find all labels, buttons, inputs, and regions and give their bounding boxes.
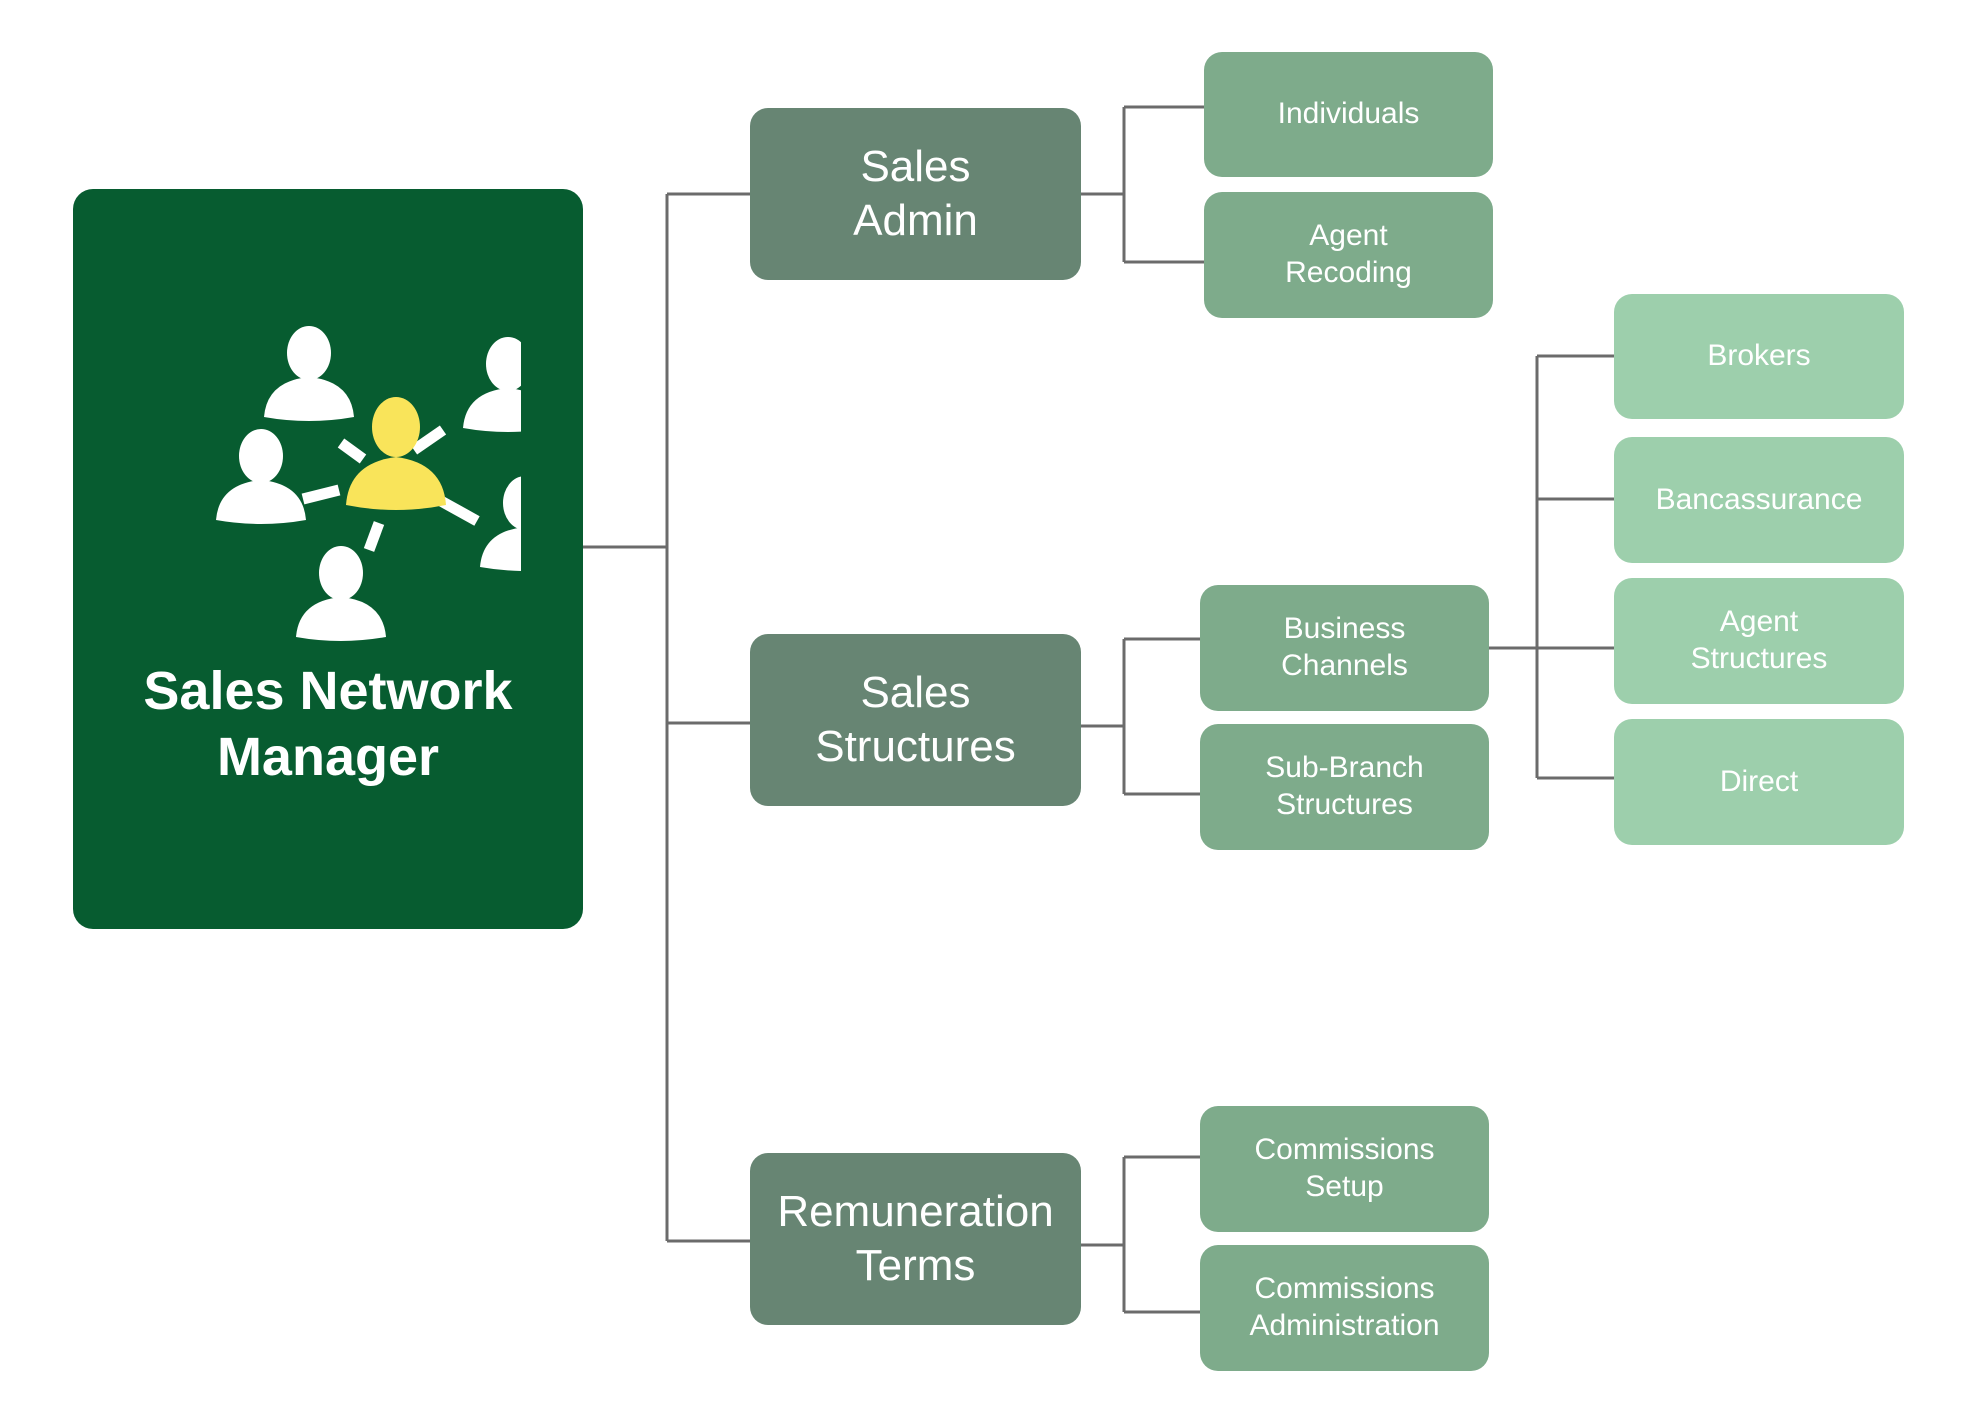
node-individuals[interactable]: Individuals: [1204, 52, 1493, 177]
root-title: Sales Network Manager: [143, 661, 513, 787]
node-label: Individuals: [1277, 97, 1420, 131]
node-label: Commissions Setup: [1254, 1133, 1435, 1203]
node-sales-structures[interactable]: Sales Structures: [750, 634, 1081, 806]
connector-business-channels: [1489, 354, 1614, 780]
node-direct[interactable]: Direct: [1614, 719, 1904, 845]
node-label: Sales Admin: [853, 142, 978, 245]
node-agent-structures[interactable]: Agent Structures: [1614, 578, 1904, 704]
connector-remuneration-terms: [1081, 1155, 1200, 1314]
node-label: Direct: [1719, 764, 1799, 798]
node-brokers[interactable]: Brokers: [1614, 294, 1904, 419]
node-agent-recoding[interactable]: Agent Recoding: [1204, 192, 1493, 318]
connector-sales-structures: [1081, 637, 1200, 796]
node-sales-admin[interactable]: Sales Admin: [750, 108, 1081, 280]
people-network-icon: [216, 326, 521, 641]
root-node-sales-network-manager[interactable]: Sales Network Manager: [73, 189, 583, 929]
node-label: Remuneration Terms: [777, 1187, 1054, 1290]
node-label: Sub-Branch Structures: [1265, 751, 1424, 821]
node-label: Brokers: [1707, 339, 1811, 373]
node-commissions-setup[interactable]: Commissions Setup: [1200, 1106, 1489, 1232]
node-sub-branch-structures[interactable]: Sub-Branch Structures: [1200, 724, 1489, 850]
node-commissions-administration[interactable]: Commissions Administration: [1200, 1245, 1489, 1371]
connector-sales-admin: [1081, 105, 1204, 264]
node-label: Sales Structures: [815, 668, 1016, 771]
node-bancassurance[interactable]: Bancassurance: [1614, 437, 1904, 563]
node-remuneration-terms[interactable]: Remuneration Terms: [750, 1153, 1081, 1325]
node-label: Bancassurance: [1655, 482, 1863, 516]
node-business-channels[interactable]: Business Channels: [1200, 585, 1489, 711]
node-label: Commissions Administration: [1249, 1272, 1440, 1342]
node-label: Business Channels: [1281, 612, 1408, 682]
connector-root-trunk: [583, 192, 750, 1243]
node-label: Agent Structures: [1690, 605, 1828, 675]
node-label: Agent Recoding: [1285, 219, 1412, 289]
